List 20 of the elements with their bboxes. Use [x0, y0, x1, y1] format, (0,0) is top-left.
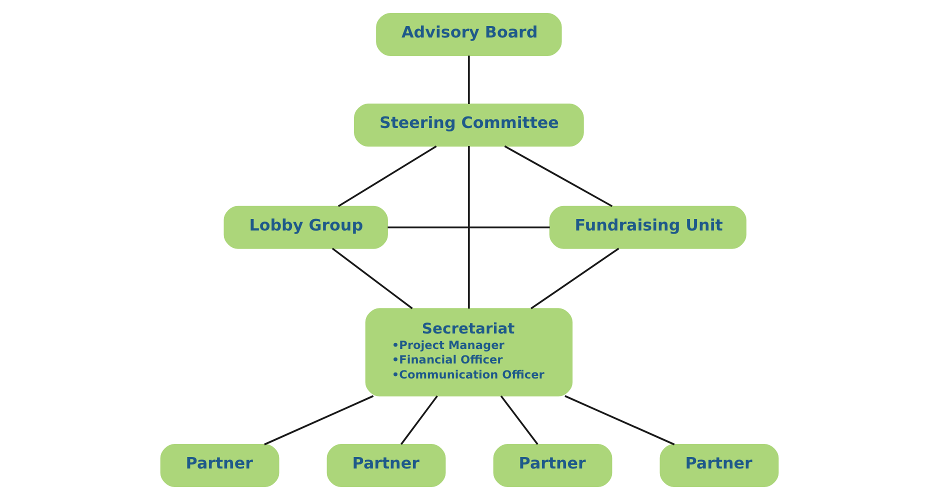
connector: [468, 146, 470, 308]
node-box: Partner: [160, 444, 279, 487]
node-box: Secretariat •Project Manager •Financial Officer •Communication Officer: [364, 308, 572, 396]
node-box: Partner: [492, 444, 612, 487]
node-box: Partner: [326, 444, 446, 487]
connector: [504, 144, 612, 207]
connector: [331, 247, 412, 309]
connector: [500, 394, 538, 444]
connector: [264, 394, 374, 445]
connector: [387, 226, 550, 228]
node-box: Fundraising Unit: [548, 205, 746, 248]
connector: [337, 144, 436, 207]
node-box: Advisory Board: [376, 12, 562, 56]
node-box: Lobby Group: [223, 205, 388, 248]
node-box: Steering Committee: [353, 103, 584, 146]
node-box: Partner: [659, 444, 778, 487]
connector: [564, 394, 674, 445]
connector: [468, 55, 470, 104]
connector: [400, 394, 438, 444]
connector: [530, 247, 619, 309]
